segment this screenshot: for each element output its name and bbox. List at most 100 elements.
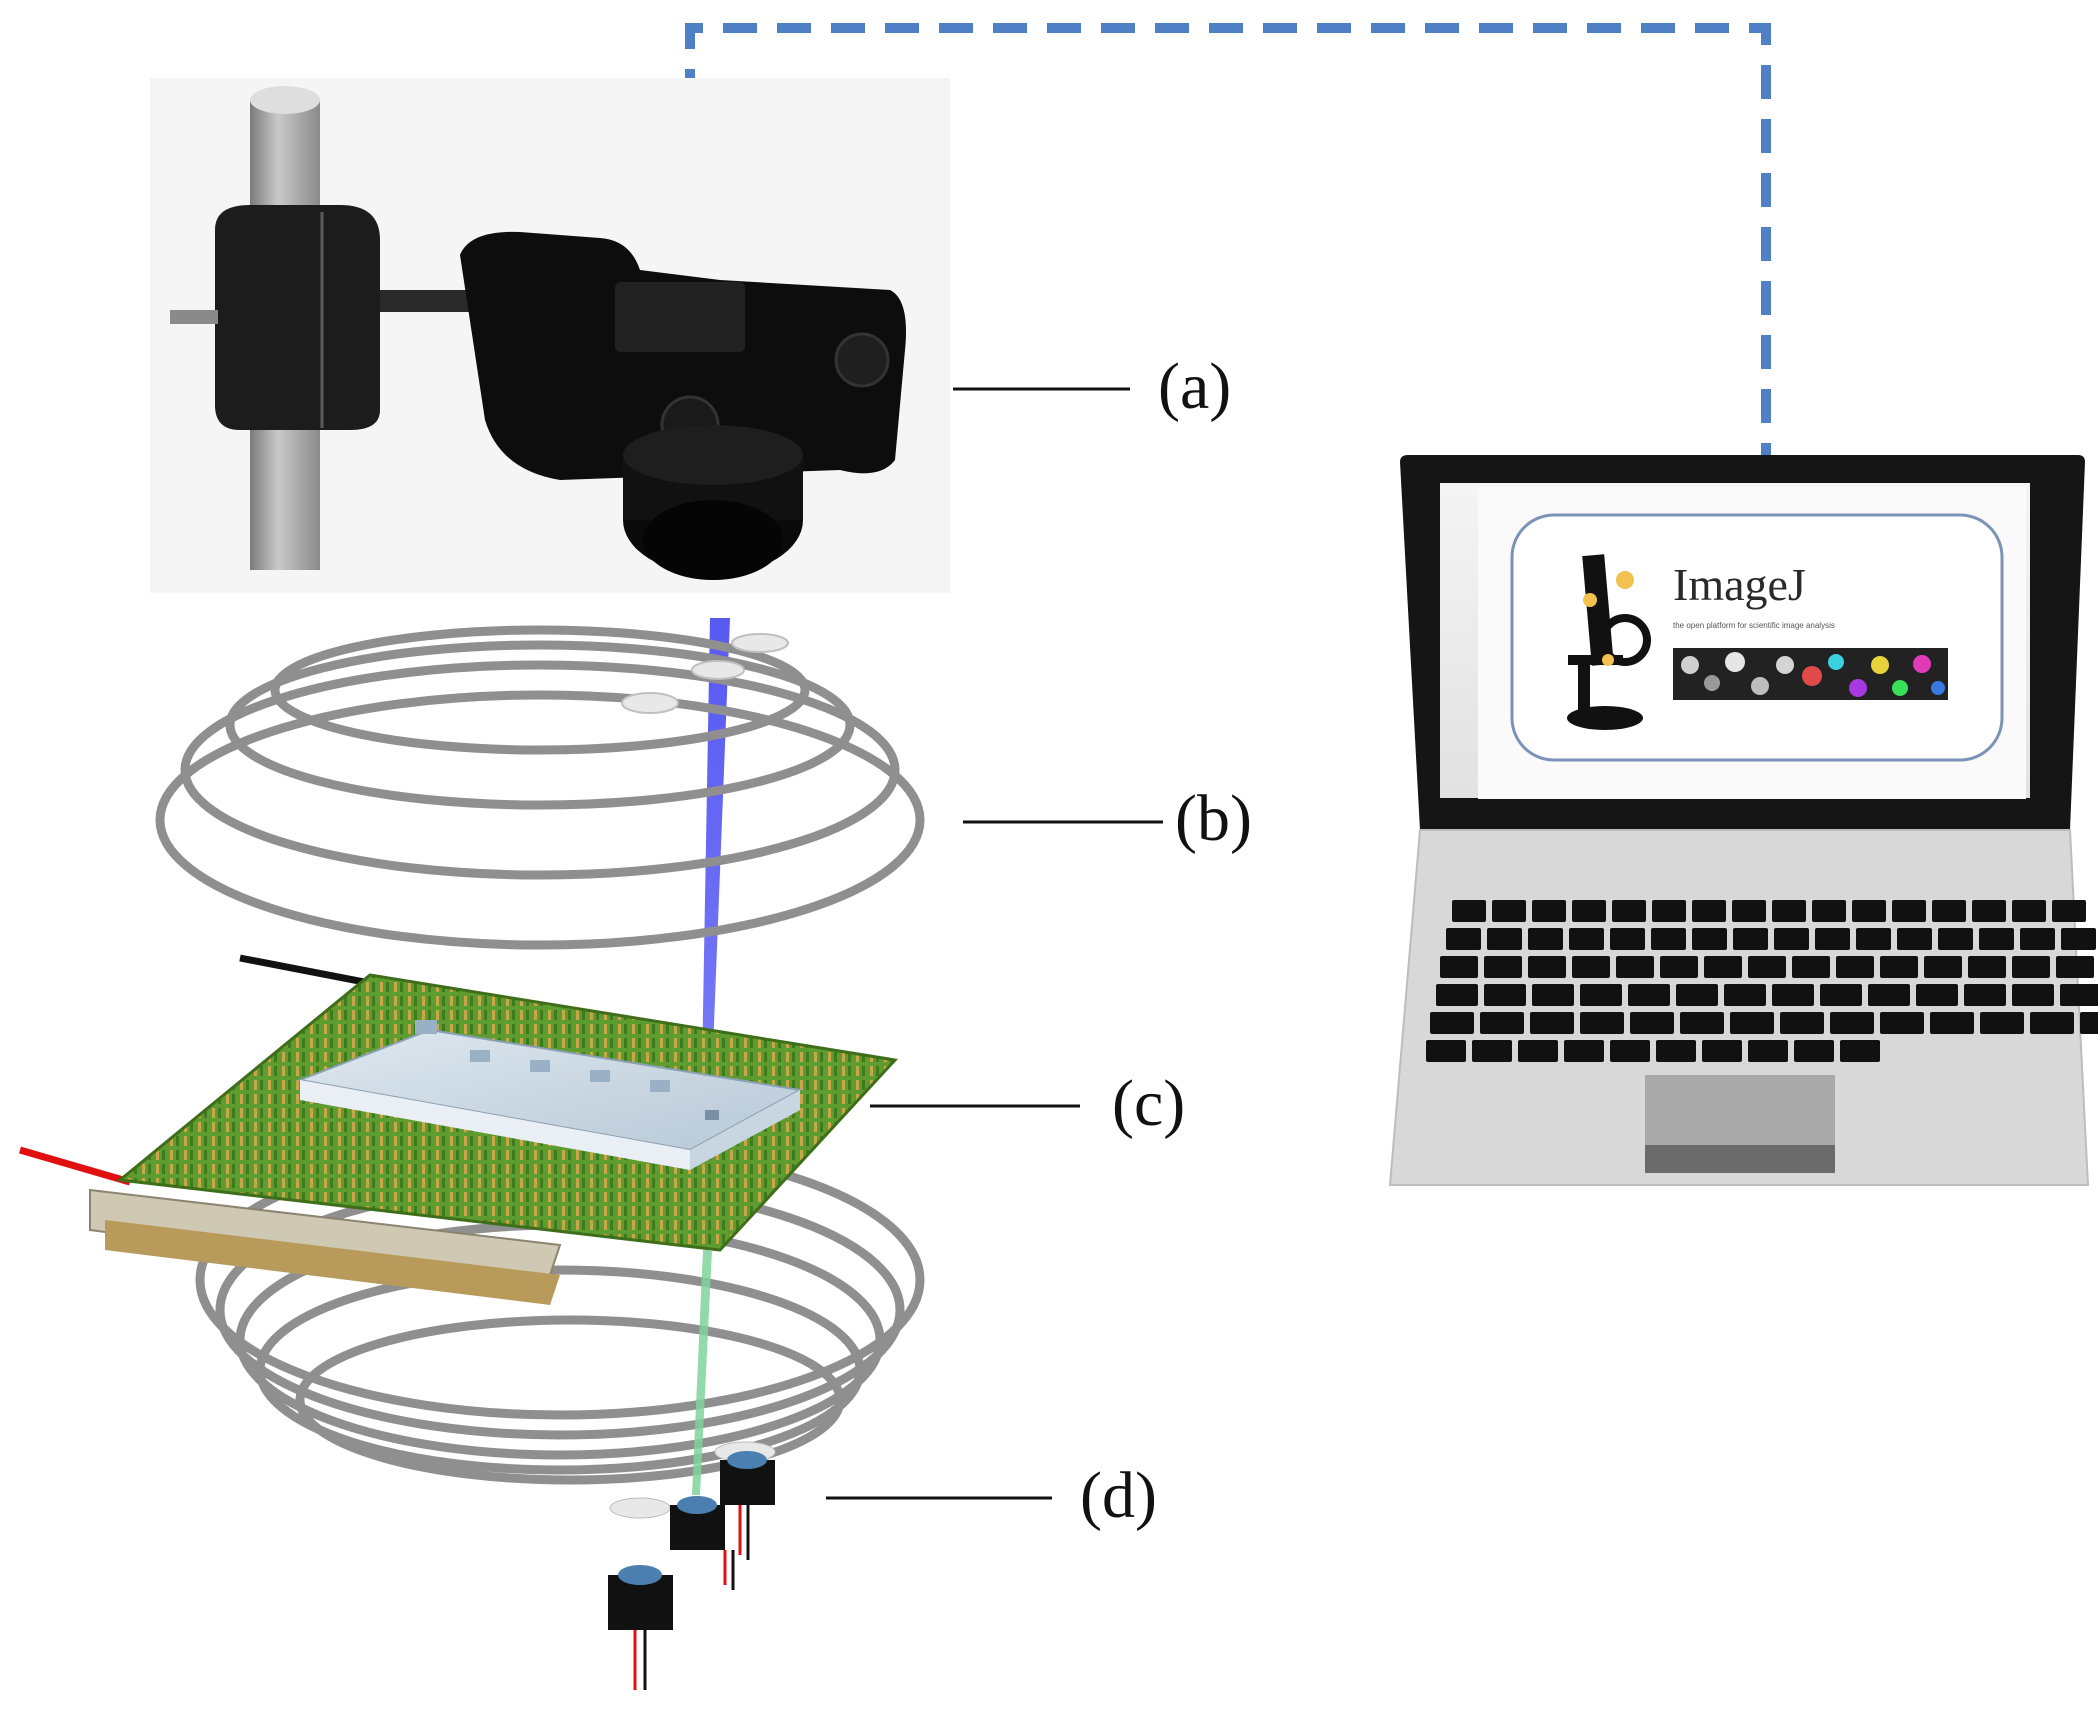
keyboard-key xyxy=(1812,900,1846,922)
keyboard-key xyxy=(2060,984,2098,1006)
pcb-with-microfluidic-chip-icon xyxy=(89,973,898,1305)
keyboard-key xyxy=(2056,956,2094,978)
keyboard-key xyxy=(1480,1012,1524,1034)
led-sources-icon xyxy=(608,1441,776,1690)
keyboard-key xyxy=(1492,900,1526,922)
keyboard-key xyxy=(2061,928,2096,950)
keyboard-key xyxy=(1532,984,1574,1006)
keyboard-key xyxy=(1897,928,1932,950)
keyboard-key xyxy=(1880,1012,1924,1034)
keyboard-key xyxy=(1748,1040,1788,1062)
keyboard-key xyxy=(1572,956,1610,978)
keyboard-key xyxy=(2012,956,2050,978)
green-light-beam xyxy=(692,1250,712,1495)
keyboard-key xyxy=(1852,900,1886,922)
keyboard-key xyxy=(1856,928,1891,950)
keyboard-key xyxy=(1616,956,1654,978)
keyboard-key xyxy=(1979,928,2014,950)
keyboard-key xyxy=(1487,928,1522,950)
keyboard-key xyxy=(1656,1040,1696,1062)
keyboard-key xyxy=(1972,900,2006,922)
keyboard-key xyxy=(1964,984,2006,1006)
trackpad xyxy=(1645,1075,1835,1145)
keyboard-key xyxy=(1836,956,1874,978)
keyboard-key xyxy=(1660,956,1698,978)
keyboard-key xyxy=(2052,900,2086,922)
keyboard-key xyxy=(2080,1012,2098,1034)
keyboard-key xyxy=(1484,984,1526,1006)
keyboard xyxy=(1426,900,2098,1062)
keyboard-key xyxy=(1730,1012,1774,1034)
keyboard-key xyxy=(1815,928,1850,950)
label-b: (b) xyxy=(1175,782,1252,855)
keyboard-key xyxy=(1528,956,1566,978)
keyboard-key xyxy=(1930,1012,1974,1034)
keyboard-key xyxy=(1472,1040,1512,1062)
keyboard-key xyxy=(1452,900,1486,922)
keyboard-key xyxy=(1484,956,1522,978)
keyboard-key xyxy=(1938,928,1973,950)
keyboard-key xyxy=(1651,928,1686,950)
keyboard-key xyxy=(1610,928,1645,950)
keyboard-key xyxy=(1446,928,1481,950)
keyboard-key xyxy=(1780,1012,1824,1034)
keyboard-key xyxy=(1569,928,1604,950)
cell-image-strip xyxy=(1673,648,1948,700)
keyboard-key xyxy=(1436,984,1478,1006)
keyboard-key xyxy=(1652,900,1686,922)
keyboard-key xyxy=(1772,984,1814,1006)
keyboard-key xyxy=(1532,900,1566,922)
keyboard-key xyxy=(1680,1012,1724,1034)
red-wire xyxy=(19,1146,131,1186)
keyboard-key xyxy=(1630,1012,1674,1034)
blue-light-beam xyxy=(701,618,730,1125)
keyboard-key xyxy=(2020,928,2055,950)
keyboard-key xyxy=(1772,900,1806,922)
keyboard-key xyxy=(1892,900,1926,922)
keyboard-key xyxy=(1430,1012,1474,1034)
keyboard-key xyxy=(1748,956,1786,978)
keyboard-key xyxy=(1530,1012,1574,1034)
keyboard-key xyxy=(1528,928,1563,950)
label-d: (d) xyxy=(1080,1459,1157,1532)
label-c: (c) xyxy=(1112,1067,1186,1140)
keyboard-key xyxy=(1426,1040,1466,1062)
imagej-tagline: the open platform for scientific image a… xyxy=(1673,621,1835,630)
keyboard-key xyxy=(1580,1012,1624,1034)
keyboard-key xyxy=(1704,956,1742,978)
keyboard-key xyxy=(1564,1040,1604,1062)
keyboard-key xyxy=(1440,956,1478,978)
keyboard-key xyxy=(1932,900,1966,922)
keyboard-key xyxy=(1794,1040,1834,1062)
keyboard-key xyxy=(1518,1040,1558,1062)
imagej-title: ImageJ xyxy=(1673,559,1806,610)
keyboard-key xyxy=(1702,1040,1742,1062)
microscope-icon xyxy=(1567,554,1651,730)
keyboard-key xyxy=(1572,900,1606,922)
keyboard-key xyxy=(2012,984,2054,1006)
keyboard-key xyxy=(1820,984,1862,1006)
keyboard-key xyxy=(1980,1012,2024,1034)
keyboard-key xyxy=(1692,900,1726,922)
keyboard-key xyxy=(1792,956,1830,978)
keyboard-key xyxy=(1676,984,1718,1006)
keyboard-key xyxy=(1830,1012,1874,1034)
keyboard-key xyxy=(2012,900,2046,922)
keyboard-key xyxy=(1840,1040,1880,1062)
keyboard-key xyxy=(1580,984,1622,1006)
keyboard-key xyxy=(1732,900,1766,922)
laptop-icon: ImageJ the open platform for scientific … xyxy=(1388,455,2098,1186)
camera-on-rod-clamp-icon xyxy=(150,78,950,593)
keyboard-key xyxy=(1692,928,1727,950)
keyboard-key xyxy=(1610,1040,1650,1062)
keyboard-key xyxy=(2030,1012,2074,1034)
label-a: (a) xyxy=(1158,350,1232,423)
keyboard-key xyxy=(1868,984,1910,1006)
keyboard-key xyxy=(1628,984,1670,1006)
keyboard-key xyxy=(1916,984,1958,1006)
keyboard-key xyxy=(1612,900,1646,922)
keyboard-key xyxy=(1724,984,1766,1006)
keyboard-key xyxy=(1924,956,1962,978)
